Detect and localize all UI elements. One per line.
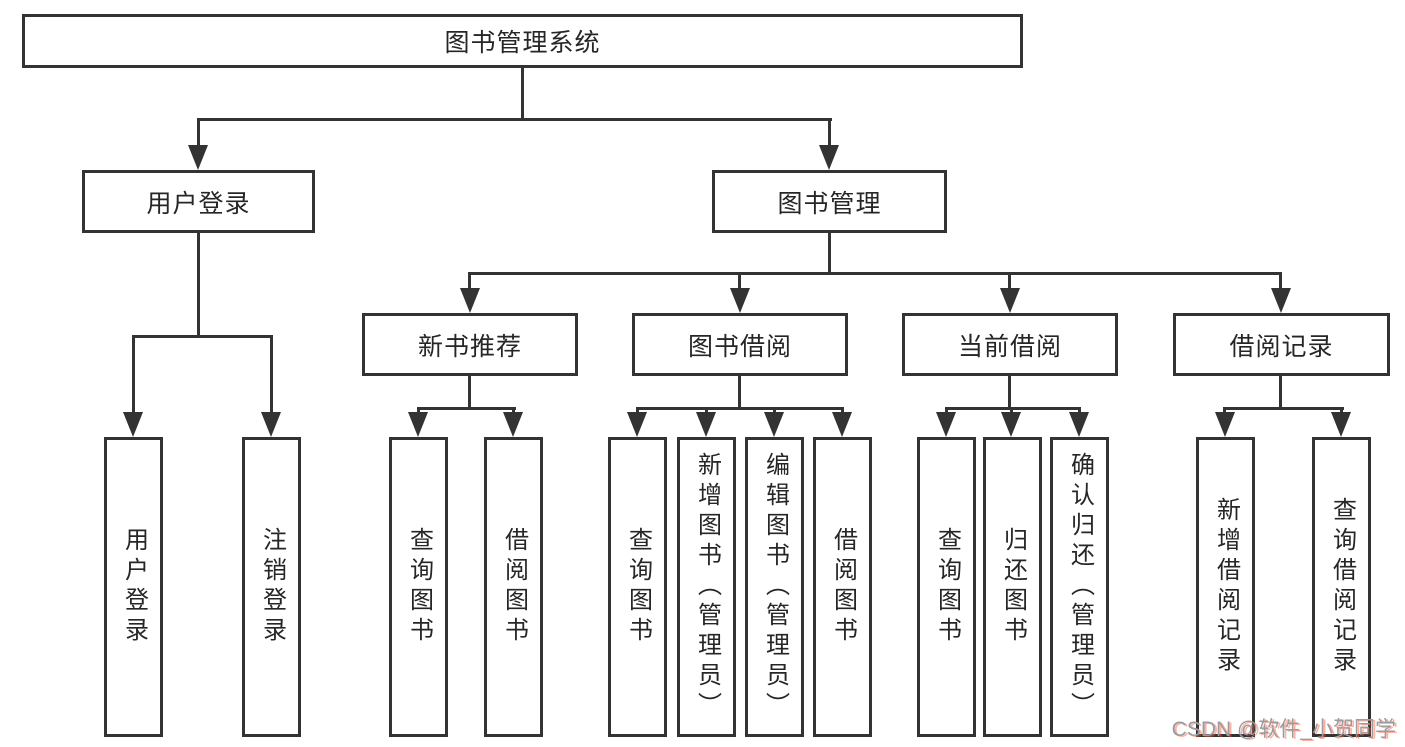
- leaf-newbooks-query-label: 查询图书: [405, 527, 433, 647]
- leaf-logout-label: 注销登录: [258, 527, 286, 647]
- connector-mgmt-rail: [468, 272, 1282, 275]
- connector-current-drop-3: [1078, 407, 1081, 415]
- leaf-records-query: 查询借阅记录: [1312, 437, 1371, 737]
- connector-borrowing-stem: [738, 376, 741, 409]
- node-current-loans: 当前借阅: [902, 313, 1118, 376]
- arrow-current-leaf-3: [1069, 412, 1089, 437]
- connector-newbooks-drop-1: [417, 407, 420, 415]
- node-root-label: 图书管理系统: [444, 29, 601, 57]
- arrow-to-user-login: [188, 145, 208, 170]
- arrow-records-leaf-1: [1215, 412, 1235, 437]
- node-borrowing-label: 图书借阅: [687, 332, 792, 361]
- node-borrowing: 图书借阅: [632, 313, 848, 376]
- arrow-to-borrowing: [730, 288, 750, 313]
- leaf-user-login-label: 用户登录: [120, 527, 148, 647]
- connector-root-rail: [197, 118, 832, 121]
- arrow-current-leaf-2: [1001, 412, 1021, 437]
- connector-current-stem: [1008, 376, 1011, 409]
- connector-borrowing-drop-2: [705, 407, 708, 415]
- connector-login-drop-1: [132, 335, 135, 412]
- arrow-borrowing-leaf-3: [764, 412, 784, 437]
- csdn-watermark: CSDN @软件_小贺同学: [1171, 718, 1396, 741]
- arrow-current-leaf-1: [936, 412, 956, 437]
- connector-records-rail: [1223, 407, 1344, 410]
- connector-mgmt-drop-4: [1279, 272, 1282, 289]
- node-root: 图书管理系统: [22, 14, 1023, 68]
- node-new-books: 新书推荐: [362, 313, 578, 376]
- connector-records-drop-1: [1223, 407, 1226, 415]
- connector-newbooks-drop-2: [512, 407, 515, 415]
- connector-mgmt-stem: [828, 233, 831, 274]
- connector-borrowing-drop-4: [841, 407, 844, 415]
- leaf-current-return-label: 归还图书: [999, 527, 1027, 647]
- connector-records-drop-2: [1340, 407, 1343, 415]
- leaf-records-add-label: 新增借阅记录: [1212, 497, 1240, 677]
- connector-current-rail: [945, 407, 1081, 410]
- connector-records-stem: [1279, 376, 1282, 409]
- leaf-newbooks-borrow: 借阅图书: [484, 437, 543, 737]
- leaf-current-confirm-label: 确认归还（管理员）: [1066, 452, 1094, 722]
- leaf-records-add: 新增借阅记录: [1196, 437, 1255, 737]
- arrow-borrowing-leaf-4: [832, 412, 852, 437]
- leaf-user-login: 用户登录: [104, 437, 163, 737]
- node-loan-records-label: 借阅记录: [1229, 332, 1334, 361]
- connector-login-stem: [197, 233, 200, 337]
- arrow-to-logout-leaf: [261, 412, 281, 437]
- connector-mgmt-drop-3: [1008, 272, 1011, 289]
- connector-root-stem: [521, 68, 524, 120]
- node-loan-records: 借阅记录: [1173, 313, 1390, 376]
- node-new-books-label: 新书推荐: [417, 332, 522, 361]
- connector-current-drop-1: [945, 407, 948, 415]
- arrow-newbooks-leaf-1: [408, 412, 428, 437]
- arrow-borrowing-leaf-1: [627, 412, 647, 437]
- leaf-borrowing-query-label: 查询图书: [624, 527, 652, 647]
- connector-login-drop-2: [270, 335, 273, 412]
- connector-login-rail: [132, 335, 273, 338]
- node-current-loans-label: 当前借阅: [957, 332, 1062, 361]
- node-user-login-label: 用户登录: [146, 189, 251, 218]
- leaf-current-query-label: 查询图书: [933, 527, 961, 647]
- leaf-current-query: 查询图书: [917, 437, 976, 737]
- connector-mgmt-drop-1: [468, 272, 471, 289]
- connector-root-drop-right: [828, 118, 831, 146]
- leaf-borrowing-edit-label: 编辑图书（管理员）: [761, 452, 789, 722]
- arrow-borrowing-leaf-2: [696, 412, 716, 437]
- arrow-records-leaf-2: [1331, 412, 1351, 437]
- leaf-current-confirm: 确认归还（管理员）: [1050, 437, 1109, 737]
- leaf-borrowing-add: 新增图书（管理员）: [677, 437, 736, 737]
- connector-root-drop-left: [197, 118, 200, 146]
- leaf-borrowing-add-label: 新增图书（管理员）: [693, 452, 721, 722]
- leaf-newbooks-query: 查询图书: [389, 437, 448, 737]
- node-book-mgmt-label: 图书管理: [777, 189, 882, 218]
- arrow-newbooks-leaf-2: [503, 412, 523, 437]
- leaf-records-query-label: 查询借阅记录: [1328, 497, 1356, 677]
- connector-newbooks-stem: [468, 376, 471, 409]
- connector-newbooks-rail: [417, 407, 516, 410]
- leaf-borrowing-borrow: 借阅图书: [813, 437, 872, 737]
- arrow-to-login-leaf: [123, 412, 143, 437]
- leaf-current-return: 归还图书: [983, 437, 1042, 737]
- leaf-borrowing-edit: 编辑图书（管理员）: [745, 437, 804, 737]
- leaf-newbooks-borrow-label: 借阅图书: [500, 527, 528, 647]
- node-user-login: 用户登录: [82, 170, 315, 233]
- connector-borrowing-drop-3: [773, 407, 776, 415]
- arrow-to-current: [1000, 288, 1020, 313]
- leaf-borrowing-query: 查询图书: [608, 437, 667, 737]
- connector-borrowing-rail: [636, 407, 844, 410]
- connector-mgmt-drop-2: [738, 272, 741, 289]
- leaf-borrowing-borrow-label: 借阅图书: [829, 527, 857, 647]
- connector-borrowing-drop-1: [636, 407, 639, 415]
- leaf-logout: 注销登录: [242, 437, 301, 737]
- connector-current-drop-2: [1010, 407, 1013, 415]
- arrow-to-book-mgmt: [819, 145, 839, 170]
- arrow-to-new-books: [460, 288, 480, 313]
- arrow-to-records: [1271, 288, 1291, 313]
- node-book-mgmt: 图书管理: [712, 170, 947, 233]
